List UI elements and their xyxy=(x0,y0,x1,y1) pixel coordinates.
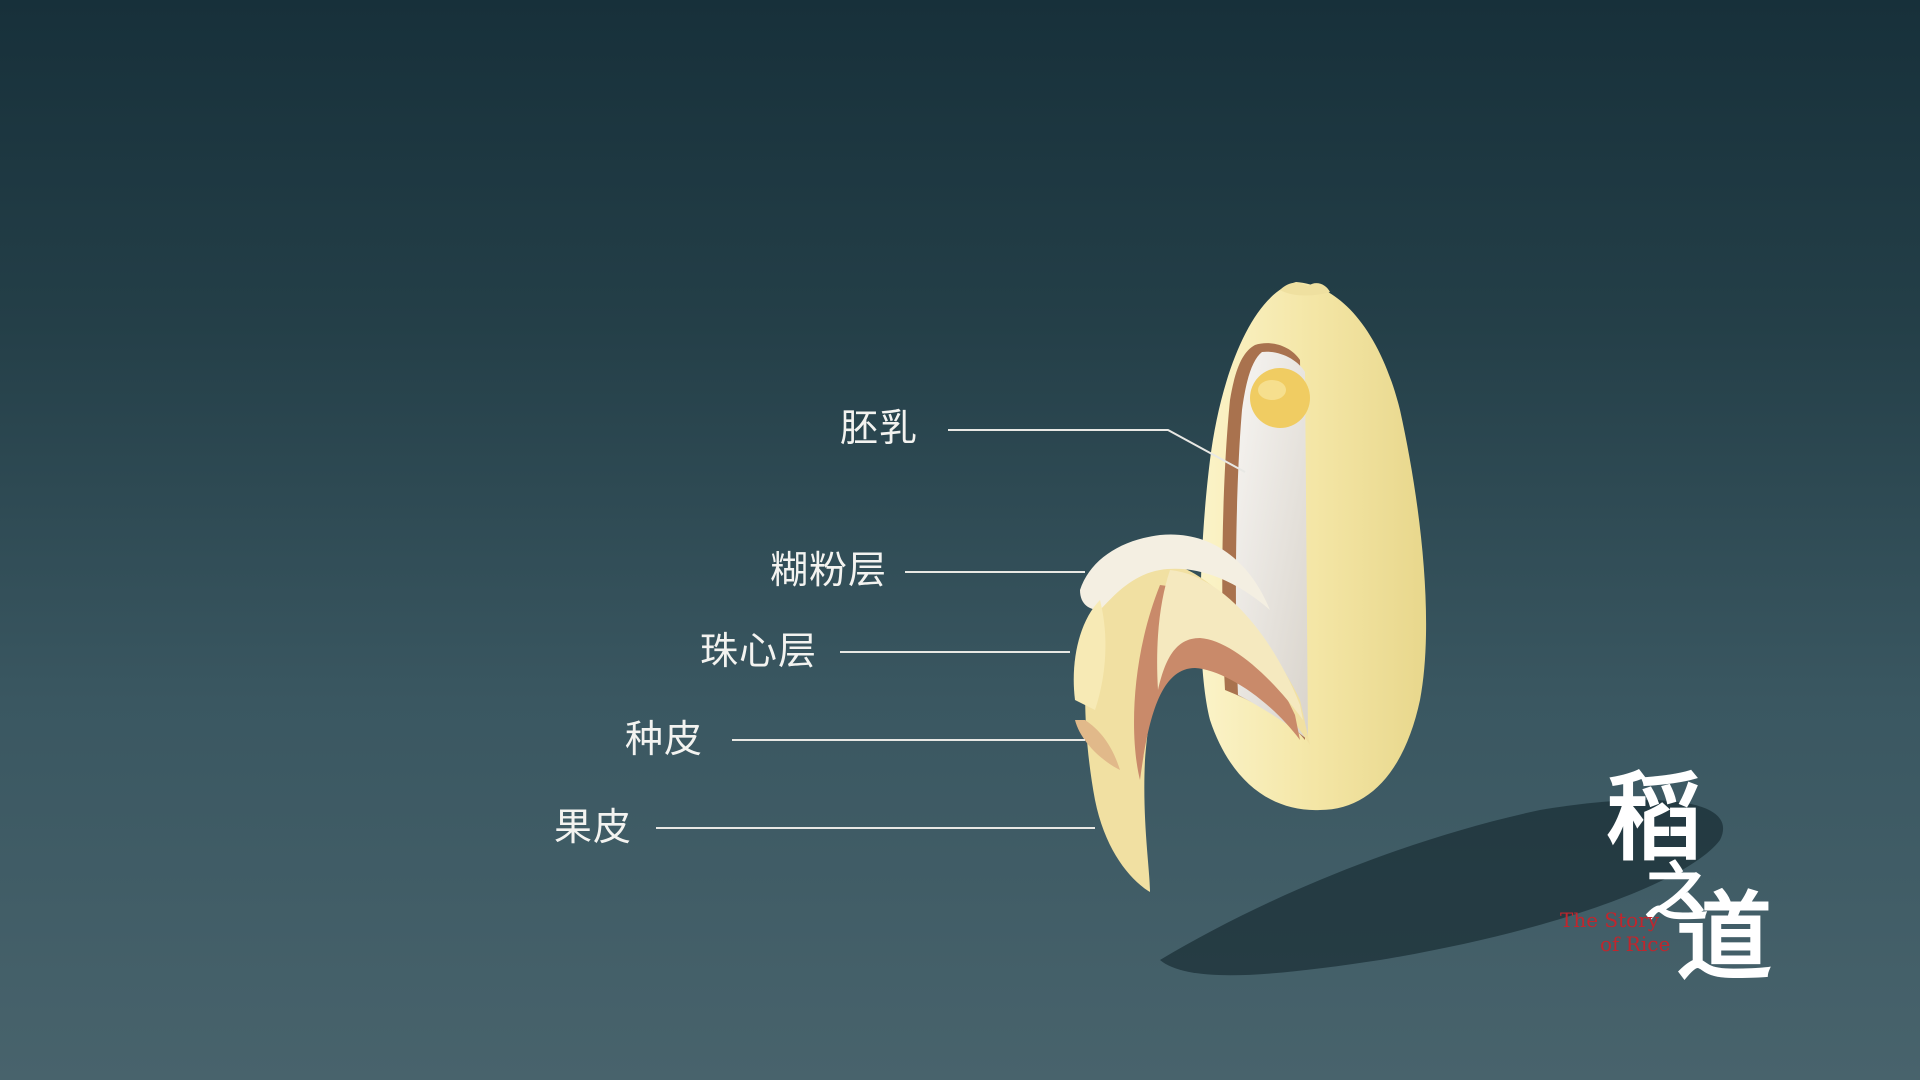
grain-shadow xyxy=(1160,800,1724,976)
logo-subtitle-line1: The Story xyxy=(1560,908,1660,932)
label-pericarp: 果皮 xyxy=(554,805,633,849)
logo-char-3: 道 xyxy=(1676,881,1772,994)
grain-tip xyxy=(1280,282,1330,296)
aleurone-layer xyxy=(1080,534,1270,610)
leader-line-endosperm xyxy=(948,429,1246,473)
label-seed-coat: 种皮 xyxy=(625,717,704,761)
logo-subtitle-line2: of Rice xyxy=(1600,932,1671,956)
label-endosperm: 胚乳 xyxy=(840,406,919,450)
logo-char-1: 稻 xyxy=(1606,761,1702,874)
logo-title: 稻 之 道 xyxy=(1598,770,1798,990)
pericarp-fold xyxy=(1073,600,1106,710)
label-nucellus: 珠心层 xyxy=(700,629,818,673)
label-aleurone: 糊粉层 xyxy=(770,548,888,592)
embryo-highlight xyxy=(1258,380,1286,400)
logo-subtitle: The Story of Rice xyxy=(1560,908,1670,956)
logo-char-2: 之 xyxy=(1644,856,1708,931)
pericarp-shadow xyxy=(1075,720,1120,770)
nucellus-layer xyxy=(1157,570,1303,720)
